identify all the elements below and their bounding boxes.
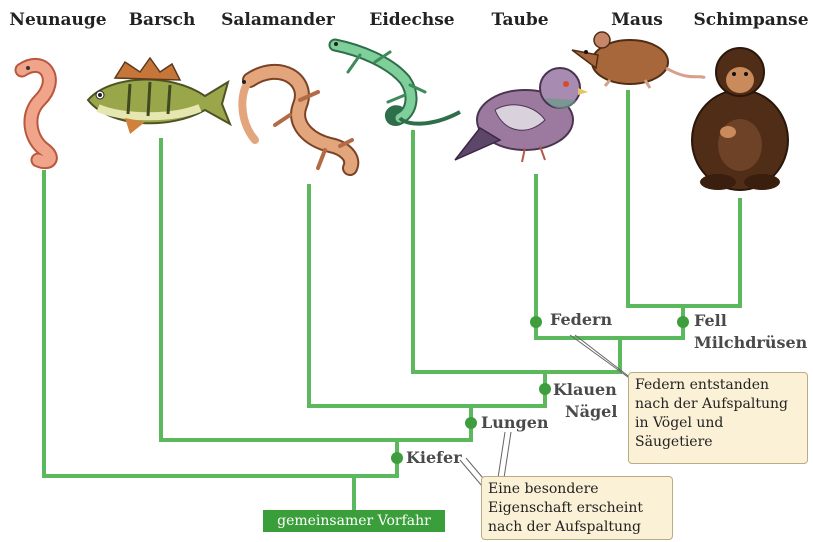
pigeon-icon — [455, 68, 588, 162]
note-line: nach der Aufspaltung — [488, 518, 666, 537]
lizard-icon — [334, 42, 460, 124]
label-neunauge: Neunauge — [9, 10, 106, 30]
node-kiefer — [391, 452, 403, 464]
label-maus: Maus — [611, 10, 663, 30]
note-line: Säugetiere — [635, 433, 801, 452]
label-eidechse: Eidechse — [369, 10, 454, 30]
perch-icon — [88, 58, 230, 134]
trait-klauen: Klauen — [553, 380, 617, 400]
note-line: Eigenschaft erscheint — [488, 499, 666, 518]
note-line: nach der Aufspaltung — [635, 395, 801, 414]
trait-fell: Fell — [694, 311, 727, 331]
trait-naegel: Nägel — [565, 402, 617, 422]
ancestor-label: gemeinsamer Vorfahr — [263, 510, 445, 532]
node-klauen — [539, 383, 551, 395]
label-barsch: Barsch — [129, 10, 196, 30]
trait-federn: Federn — [550, 310, 612, 330]
label-salamander: Salamander — [221, 10, 335, 30]
note-special-trait: Eine besondere Eigenschaft erscheint nac… — [481, 476, 673, 540]
note-line: in Vögel und — [635, 414, 801, 433]
trait-lungen: Lungen — [481, 413, 549, 433]
chimpanzee-icon — [692, 48, 788, 190]
note-line: Eine besondere — [488, 480, 666, 499]
node-lungen — [465, 417, 477, 429]
node-federn — [530, 316, 542, 328]
trait-kiefer: Kiefer — [406, 448, 462, 468]
mouse-icon — [572, 32, 705, 88]
trait-milchdruesen: Milchdrüsen — [694, 333, 807, 353]
note-line: Federn entstanden — [635, 376, 801, 395]
label-schimpanse: Schimpanse — [693, 10, 808, 30]
node-fell — [677, 316, 689, 328]
salamander-icon — [242, 72, 352, 168]
note-split-birds-mammals: Federn entstanden nach der Aufspaltung i… — [628, 372, 808, 464]
lamprey-icon — [22, 65, 50, 161]
label-taube: Taube — [491, 10, 548, 30]
